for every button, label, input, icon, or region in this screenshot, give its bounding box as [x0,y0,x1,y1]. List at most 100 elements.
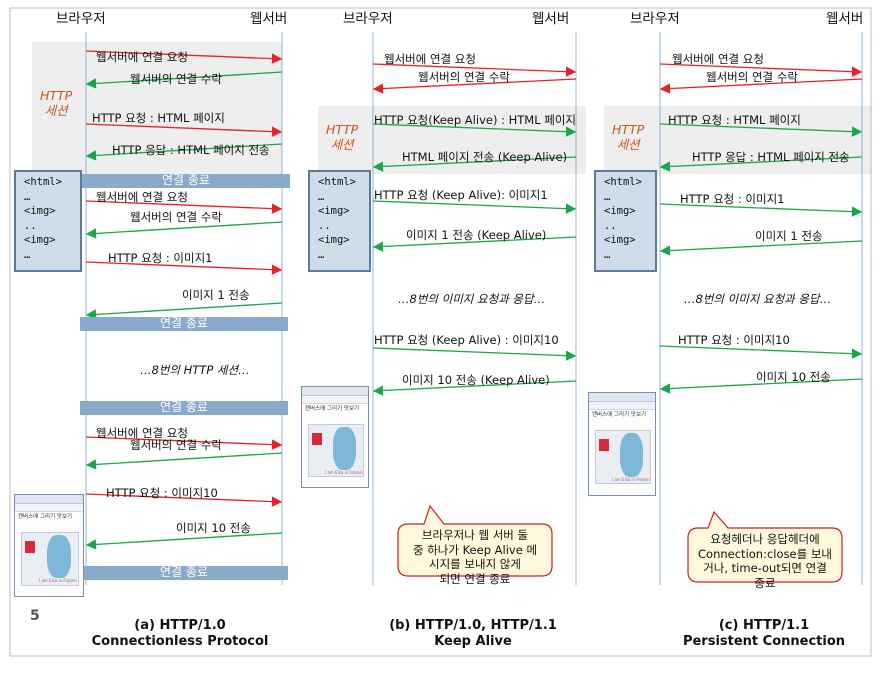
thumb-addressbar [302,396,368,404]
caption-title: (c) HTTP/1.1 [718,618,810,633]
thumb-figure [333,427,356,470]
request-arrow [372,63,577,77]
html-line: … [318,190,325,203]
message-label: HTTP 응답 : HTML 페이지 전송 [112,143,270,157]
webserver-header: 웹서버 [826,11,864,27]
html-line: … [604,190,611,203]
callout-line: 브라우저나 웹 서버 둘 [421,528,529,542]
html-line: <img> [318,205,350,217]
page-number: 5 [30,608,40,624]
callout-bubble [687,510,843,583]
html-document-box: <html>…<img>..<img>… [14,170,82,272]
request-arrow [85,50,283,64]
browser-header: 브라우저 [56,11,106,27]
message-label: HTTP 요청 : 이미지10 [678,333,790,347]
thumb-caption: I am Elsa in Frozen [612,477,650,482]
thumb-picture: I am Elsa in Frozen [595,430,651,484]
connection-close-bar: 연결 종료 [80,566,288,580]
browser-screenshot-thumbnail: 캔버스에 그리기 맛보기 I am Elsa in Frozen [588,392,656,496]
html-line: <img> [604,205,636,217]
response-arrow [85,143,283,161]
callout-line: 되면 연결 종료 [439,571,511,586]
connection-close-bar: 연결 종료 [82,174,290,188]
message-label: HTTP 응답 : HTML 페이지 전송 [692,150,850,164]
html-line: … [318,248,325,261]
thumb-title: 캔버스에 그리기 맛보기 [592,412,647,418]
message-label: 웹서버에 연결 요청 [96,190,188,204]
html-line: <html> [604,176,642,188]
request-arrow [85,436,283,450]
response-arrow [85,302,283,320]
callout-line: 요청헤더나 응답헤더에 [710,532,820,546]
html-line: <img> [604,234,636,246]
connection-close-bar: 연결 종료 [80,317,288,331]
thumb-addressbar [15,504,83,512]
message-label: HTTP 요청 : 이미지1 [108,251,213,265]
callout-line: Connection:close를 보내 [698,546,832,561]
callout-line: 종료 [754,575,776,590]
ellipsis-label: …8번의 이미지 요청과 응답… [398,292,546,306]
browser-header: 브라우저 [630,11,680,27]
connection-close-bar: 연결 종료 [80,401,288,415]
message-label: 웹서버의 연결 수락 [130,210,222,224]
thumb-figure [47,535,71,578]
message-label: 웹서버에 연결 요청 [384,52,476,66]
message-label: 이미지 10 전송 (Keep Alive) [402,373,550,387]
html-line: .. [604,219,617,232]
html-line: <img> [24,234,56,246]
html-line: <img> [318,234,350,246]
html-line: <html> [24,176,62,188]
request-arrow [659,123,863,137]
thumb-red-rect [599,439,609,451]
webserver-header: 웹서버 [250,11,288,27]
message-label: 웹서버에 연결 요청 [96,50,188,64]
response-arrow [659,240,863,256]
request-arrow [85,123,283,137]
browser-header: 브라우저 [343,11,393,27]
thumb-titlebar [15,495,83,504]
webserver-header: 웹서버 [532,11,570,27]
request-arrow [372,123,577,137]
message-label: 웹서버에 연결 요청 [96,426,188,440]
request-arrow [85,493,283,507]
http-session-label: HTTP 세션 [40,88,73,118]
message-label: 웹서버의 연결 수락 [706,70,798,84]
html-document-box: <html>…<img>..<img>… [308,170,371,272]
message-label: HTTP 요청 : 이미지1 [680,192,785,206]
response-arrow [659,378,863,394]
request-arrow [372,200,577,214]
request-arrow [85,261,283,275]
message-label: 웹서버의 연결 수락 [418,70,510,84]
response-arrow [372,156,577,172]
response-arrow [372,78,577,94]
message-label: 이미지 1 전송 [182,288,250,302]
response-arrow [659,78,863,94]
response-arrow [659,156,863,172]
thumb-red-rect [25,541,35,553]
caption-title: (a) HTTP/1.0 [134,618,226,633]
request-arrow [372,347,577,361]
ellipsis-label: …8번의 이미지 요청과 응답… [684,292,832,306]
thumb-addressbar [589,402,655,410]
message-label: HTTP 요청(Keep Alive) : HTML 페이지 [374,113,577,127]
html-line: … [604,248,611,261]
response-arrow [85,532,283,550]
message-label: HTTP 요청 : HTML 페이지 [668,113,801,127]
response-arrow [85,452,283,470]
callout-line: 시지를 보내지 않게 [429,557,521,571]
message-label: 웹서버의 연결 수락 [130,72,222,86]
message-label: HTML 페이지 전송 (Keep Alive) [402,150,568,164]
html-line: … [24,248,31,261]
thumb-titlebar [302,387,368,396]
message-label: 이미지 10 전송 [756,370,831,384]
thumb-caption: I am Elsa in Frozen [39,578,77,583]
request-arrow [85,200,283,214]
message-label: HTTP 요청 : HTML 페이지 [92,111,225,125]
caption-subtitle: Connectionless Protocol [91,634,269,649]
html-line: … [24,190,31,203]
response-arrow [372,236,577,252]
message-label: 웹서버에 연결 요청 [672,52,764,66]
